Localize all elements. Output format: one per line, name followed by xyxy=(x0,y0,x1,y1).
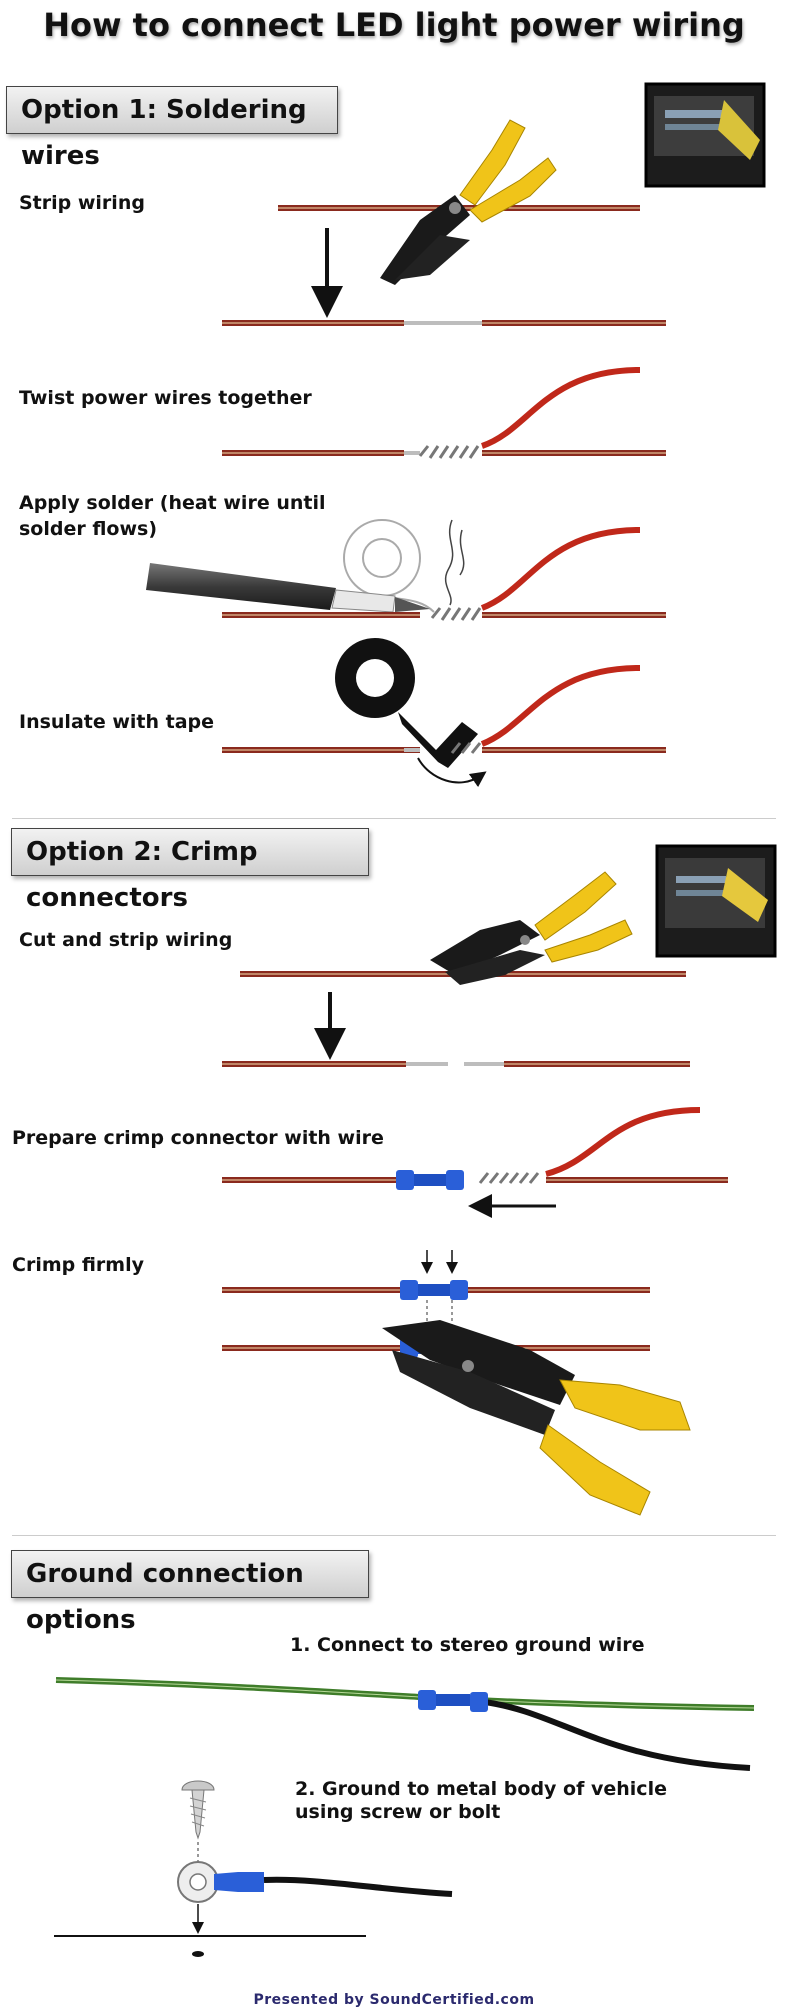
ground-wire-black xyxy=(483,1699,751,1771)
section-header-soldering: Option 1: Soldering wires xyxy=(6,86,338,171)
ground-wire-green xyxy=(55,1677,755,1711)
section-header-ground: Ground connection options xyxy=(11,1550,369,1635)
step-insulate-tape: Insulate with tape xyxy=(19,711,215,733)
step-cut-strip: Cut and strip wiring xyxy=(19,929,233,951)
crimp-connector-icon xyxy=(396,1170,464,1190)
step-metal-ground-line1: 2. Ground to metal body of vehicle xyxy=(295,1778,667,1800)
electrical-tape-icon xyxy=(335,638,478,768)
step-stereo-ground: 1. Connect to stereo ground wire xyxy=(290,1634,645,1656)
inset-photo-stripper xyxy=(644,82,766,188)
section-divider xyxy=(12,818,776,819)
soldering-iron-icon xyxy=(146,563,430,613)
step-apply-solder: Apply solder (heat wire until solder flo… xyxy=(19,492,326,540)
section-header-crimp: Option 2: Crimp connectors xyxy=(11,828,369,913)
footer-credit: Presented by SoundCertified.com xyxy=(253,1992,535,2008)
ring-terminal-icon xyxy=(177,1861,453,1903)
wire-cutter-tool xyxy=(430,871,633,985)
bolt-hole-icon xyxy=(192,1951,204,1957)
crimping-tool xyxy=(382,1320,691,1516)
page-title: How to connect LED light power wiring xyxy=(43,6,745,44)
butt-connector-icon xyxy=(418,1690,488,1712)
screw-icon xyxy=(181,1780,215,1840)
inset-photo-crimper xyxy=(655,844,777,958)
section-divider xyxy=(12,1535,776,1536)
step-metal-ground-line2: using screw or bolt xyxy=(295,1801,501,1823)
wrap-arrow-icon xyxy=(417,757,487,788)
wire-soldered xyxy=(222,527,666,621)
wire-with-connector xyxy=(222,1107,728,1184)
wire-stripper-tool xyxy=(380,119,557,285)
step-twist-wires: Twist power wires together xyxy=(19,387,312,409)
step-strip-wiring: Strip wiring xyxy=(19,192,145,214)
wire-insulated xyxy=(222,665,666,754)
wire-twisted xyxy=(222,367,666,459)
smoke-icon xyxy=(444,519,465,606)
solder-spool-icon xyxy=(343,519,435,613)
step-prepare-connector: Prepare crimp connector with wire xyxy=(12,1127,384,1149)
step-crimp-firmly: Crimp firmly xyxy=(12,1254,144,1276)
